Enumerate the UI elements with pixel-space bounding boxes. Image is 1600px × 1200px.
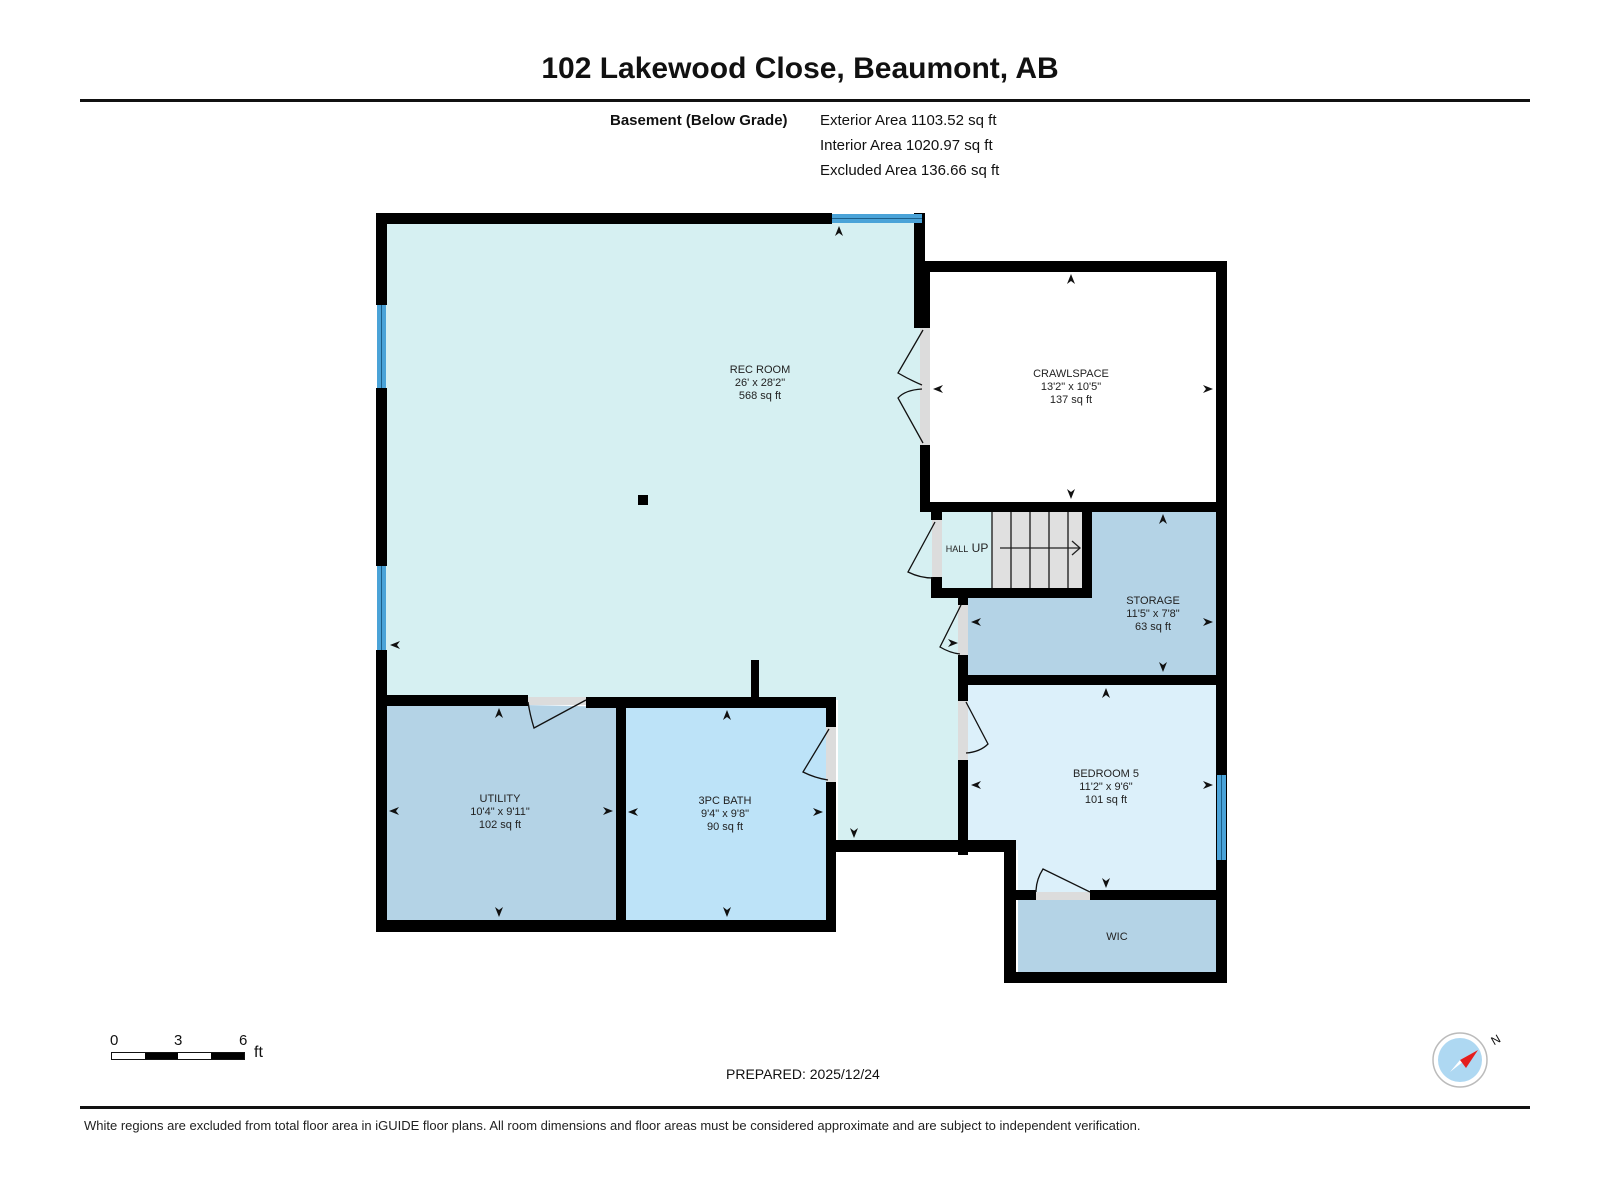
utility-dims: 10'4" x 9'11" [470,806,530,818]
bath-area[interactable] [625,708,830,920]
rec-room-area[interactable] [384,222,960,845]
stairs-up-label: UP [972,541,989,555]
utility-door-swing [527,699,587,729]
bath-name: 3PC BATH [699,795,752,807]
walls [376,213,1227,983]
stairs-area-overlay [992,510,1086,590]
bath-area-label: 90 sq ft [707,821,743,833]
stair-arrow [1000,540,1081,556]
compass-north-label: N [1489,1032,1503,1048]
exterior-area: Exterior Area 1103.52 sq ft [820,112,997,129]
windows [377,214,1226,860]
room-labels: REC ROOM 26' x 28'2" 568 sq ft CRAWLSPAC… [470,364,1180,943]
bedroom-door-swing [965,701,989,754]
bath-dims: 9'4" x 9'8" [701,808,749,820]
door-openings [528,328,1090,900]
page-title: 102 Lakewood Close, Beaumont, AB [541,52,1059,85]
scale-tick-6: 6 [239,1032,248,1049]
crawlspace-door-swing [897,329,924,444]
bedroom-5-area[interactable] [966,685,1218,892]
header-divider [80,99,1530,102]
wic-name: WIC [1106,931,1127,943]
disclaimer-text: White regions are excluded from total fl… [84,1118,1141,1133]
rec-room-area-label: 568 sq ft [739,390,781,402]
scale-bar-graphic [111,1052,245,1060]
bedroom-5-name: BEDROOM 5 [1073,768,1139,780]
prepared-date: PREPARED: 2025/12/24 [726,1066,880,1082]
hall-name: HALL [946,544,969,554]
crawlspace-area[interactable] [929,271,1219,503]
interior-area: Interior Area 1020.97 sq ft [820,137,993,154]
compass-icon: N [1432,1032,1503,1088]
storage-dims: 11'5" x 7'8" [1126,608,1179,620]
scale-tick-0: 0 [110,1032,119,1049]
hall-door-swing [907,521,936,579]
bedroom-5-dims: 11'2" x 9'6" [1079,781,1132,793]
rec-room-name: REC ROOM [730,364,791,376]
hall-area-overlay [940,510,992,590]
dimension-markers [389,226,1213,917]
crawlspace-dims: 13'2" x 10'5" [1041,381,1101,393]
bedroom-wic-door-swing [1035,868,1091,893]
crawlspace-name: CRAWLSPACE [1033,368,1109,380]
scale-tick-3: 3 [174,1032,183,1049]
excluded-area: Excluded Area 136.66 sq ft [820,162,1000,179]
utility-area[interactable] [384,702,620,920]
crawlspace-area-label: 137 sq ft [1050,394,1092,406]
storage-name: STORAGE [1126,595,1180,607]
area-values: Exterior Area 1103.52 sq ft Interior Are… [820,108,1120,183]
bedroom-5-area-label: 101 sq ft [1085,794,1127,806]
stair-treads [991,510,1069,590]
storage-door-swing [939,604,962,655]
rec-room-dims: 26' x 28'2" [735,377,785,389]
storage-area-label: 63 sq ft [1135,621,1171,633]
door-swings [527,329,1091,893]
level-label: Basement (Below Grade) [610,112,788,129]
footer-divider [80,1106,1530,1109]
bath-door-swing [802,728,830,781]
scale-unit: ft [254,1044,263,1061]
utility-name: UTILITY [480,793,522,805]
wic-area[interactable] [1018,900,1218,972]
column [638,495,648,505]
utility-area-label: 102 sq ft [479,819,521,831]
room-fills [384,222,1219,972]
